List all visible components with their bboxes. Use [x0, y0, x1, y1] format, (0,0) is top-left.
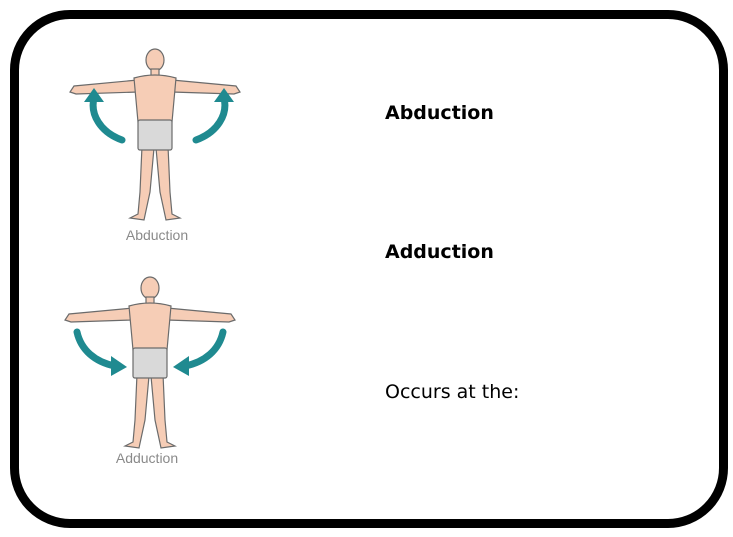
left-arrow-up: [93, 98, 122, 140]
left-arrowhead: [111, 356, 127, 376]
adduction-figure: [55, 270, 245, 460]
left-arrow-down: [77, 332, 115, 366]
term-abduction: Abduction: [385, 102, 494, 124]
abduction-caption: Abduction: [67, 227, 247, 243]
shorts: [138, 120, 172, 150]
adduction-caption: Adduction: [57, 450, 237, 466]
occurs-at-label: Occurs at the:: [385, 381, 519, 403]
abduction-figure: [60, 42, 250, 232]
term-adduction: Adduction: [385, 241, 494, 263]
right-arrow-down: [185, 332, 223, 366]
shorts: [133, 348, 167, 378]
right-arrowhead: [173, 356, 189, 376]
right-arrow-up: [196, 98, 225, 140]
